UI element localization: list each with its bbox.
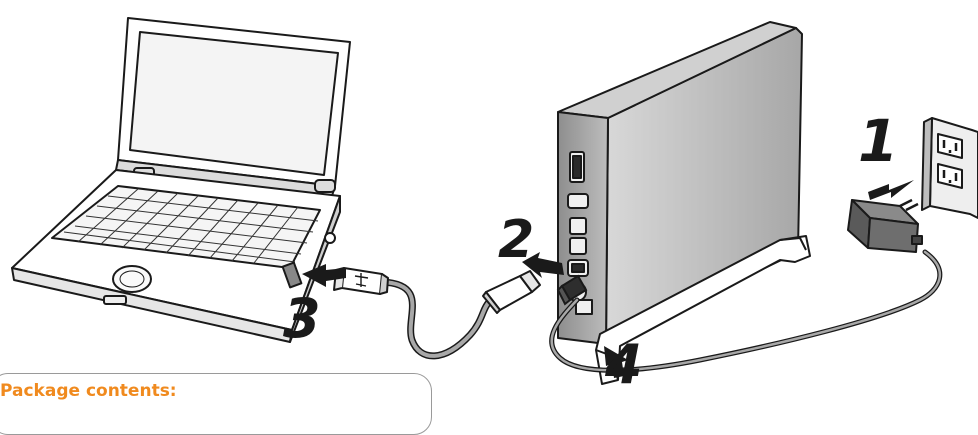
- step-number-2: 2: [498, 214, 534, 266]
- laptop-trackpad: [113, 266, 151, 292]
- step-number-3: 3: [283, 292, 321, 346]
- laptop-screen: [130, 32, 338, 175]
- wall-outlet-icon: [922, 118, 978, 218]
- power-adapter-icon: [848, 200, 922, 252]
- usb-b-plug-icon: [483, 271, 540, 313]
- connection-diagram: [0, 0, 978, 395]
- step-number-1: 1: [858, 112, 898, 170]
- step-number-4: 4: [605, 338, 643, 392]
- usb-cable: [382, 282, 500, 356]
- package-contents-title: Package contents:: [0, 381, 177, 401]
- arrow-icon: [868, 180, 914, 200]
